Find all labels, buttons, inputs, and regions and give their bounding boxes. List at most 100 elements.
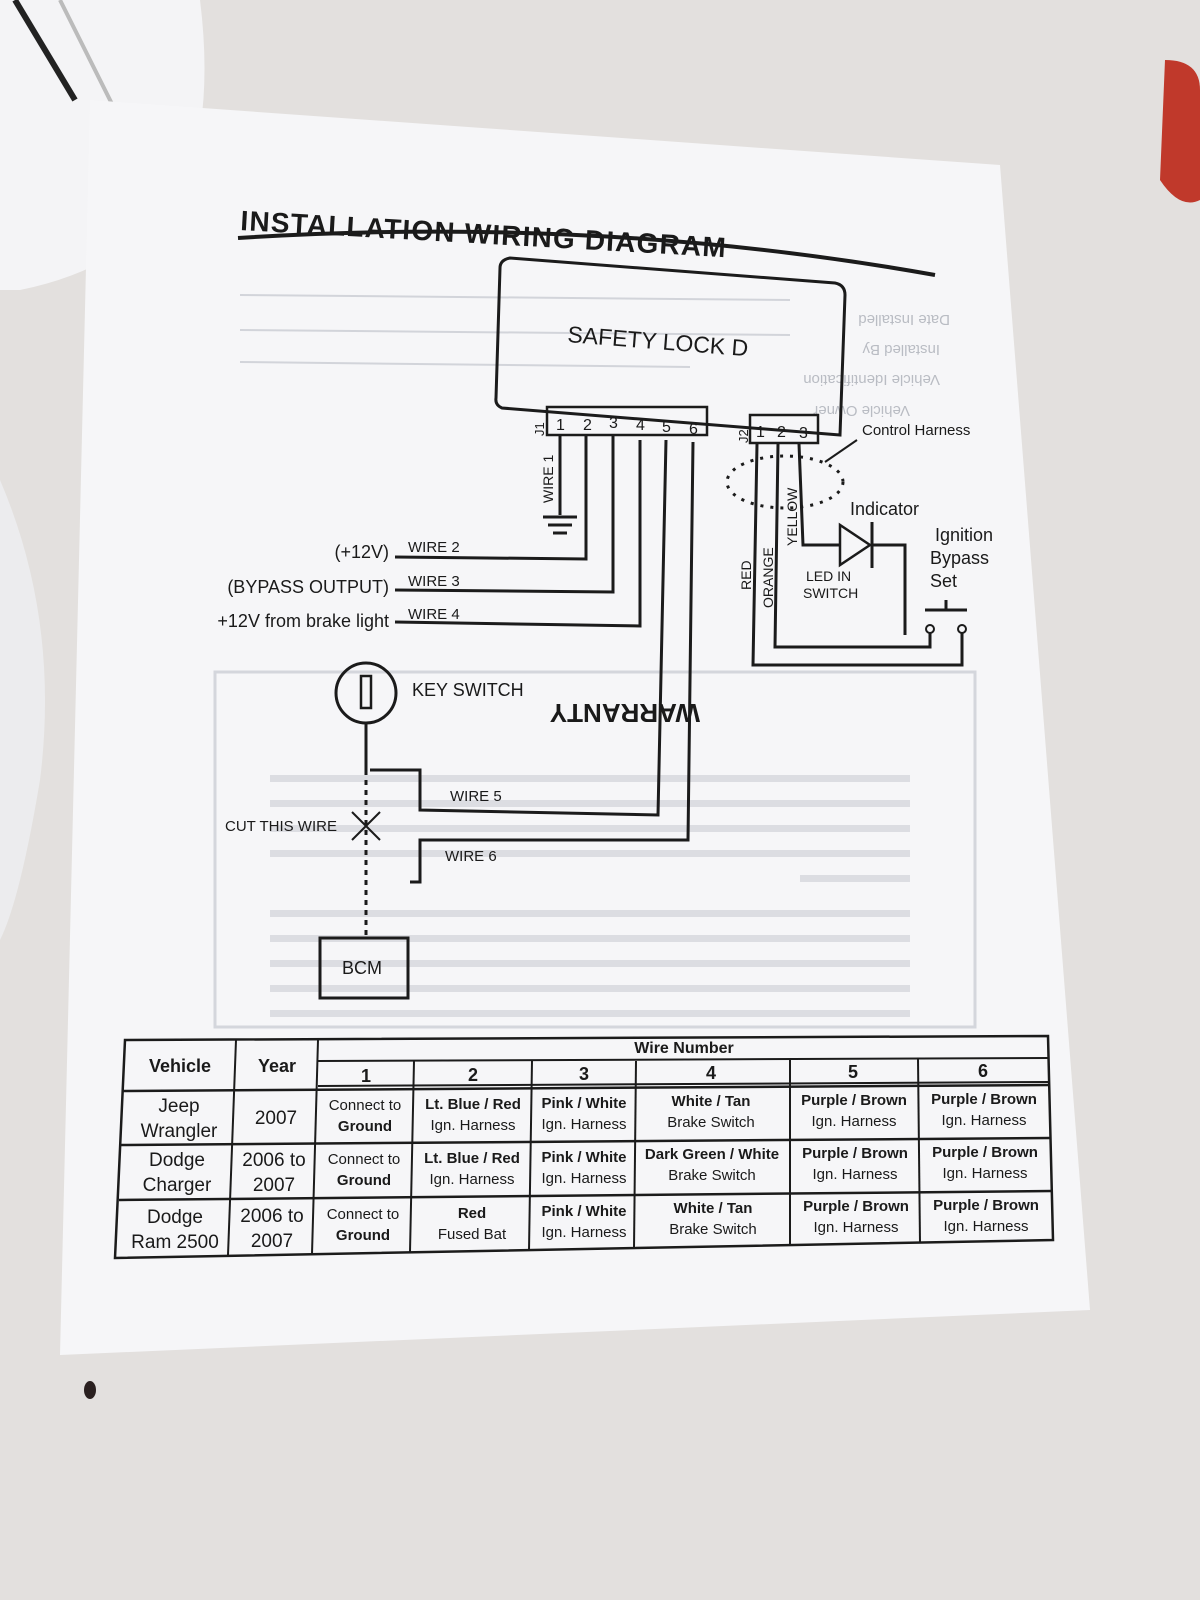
connector-j2: J2 1 2 3 [736,413,820,445]
wire-4-line [394,440,642,628]
row2-year-line2: 2007 [253,1175,295,1196]
red-wire-label: RED [738,560,754,590]
table-row: Dodge Ram 2500 2006 to 2007 Connect to G… [131,1197,1039,1253]
bcm-box [318,936,410,1000]
row2-wire2-line2: Ign. Harness [429,1171,514,1188]
row2-wire6-line2: Ign. Harness [942,1165,1027,1182]
background-red-object [1160,60,1200,203]
bypass-label-line2: Bypass [930,548,989,568]
row1-wire6-line2: Ign. Harness [941,1112,1026,1129]
table-row: Jeep Wrangler 2007 Connect to Ground Lt.… [141,1091,1037,1142]
j1-label: J1 [532,422,547,436]
control-harness-wires: RED ORANGE YELLOW [738,443,964,667]
row3-wire3-line2: Ign. Harness [541,1224,626,1241]
wire-4-label: WIRE 4 [408,606,460,623]
input-brake-light-label: +12V from brake light [217,611,389,631]
j2-pin-2: 2 [777,424,786,441]
table-row: Dodge Charger 2006 to 2007 Connect to Gr… [143,1144,1038,1196]
row1-vehicle-line2: Wrangler [141,1121,218,1142]
row3-wire1-line2: Ground [336,1227,390,1244]
wire-3-line [394,436,615,594]
ghost-vehicle-identification: Vehicle Identification [803,371,940,388]
row2-wire3-line1: Pink / White [541,1149,626,1166]
header-wire-4: 4 [706,1063,716,1083]
row1-year: 2007 [255,1108,297,1129]
wire-1-label: WIRE 1 [540,455,556,503]
row3-vehicle-line1: Dodge [147,1207,203,1228]
header-wire-3: 3 [579,1064,589,1084]
row3-wire4-line1: White / Tan [674,1200,753,1217]
row3-wire2-line2: Fused Bat [438,1226,507,1243]
row1-vehicle-line1: Jeep [158,1096,199,1117]
row2-wire1-line1: Connect to [328,1151,401,1168]
yellow-wire-label: YELLOW [784,487,800,546]
cut-wire-label: CUT THIS WIRE [225,818,337,835]
left-input-labels: (+12V) WIRE 2 (BYPASS OUTPUT) WIRE 3 +12… [217,539,459,631]
led-label-line1: LED IN [806,568,851,584]
j1-pin-1: 1 [556,417,565,434]
connector-j1: J1 1 2 3 4 5 6 [532,405,709,438]
red-wire [751,443,964,667]
j1-pin-5: 5 [662,419,671,436]
row3-wire6-line2: Ign. Harness [943,1218,1028,1235]
j2-label: J2 [736,429,751,443]
wire-5-line [370,439,668,817]
row1-wire3-line1: Pink / White [541,1095,626,1112]
row1-wire5-line2: Ign. Harness [811,1113,896,1130]
row3-wire2-line1: Red [458,1205,486,1222]
j2-pin-1: 1 [756,424,765,441]
input-12v-label: (+12V) [334,542,389,562]
background-white-object [0,480,45,940]
header-wire-1: 1 [361,1066,371,1086]
control-harness-label: Control Harness [862,422,970,439]
header-wire-number: Wire Number [634,1040,733,1057]
j1-pin-4: 4 [636,417,645,434]
wire-6-label: WIRE 6 [445,848,497,865]
j1-pin-3: 3 [609,415,618,432]
row2-vehicle-line1: Dodge [149,1150,205,1171]
row1-wire6-line1: Purple / Brown [931,1091,1037,1108]
row3-year-line1: 2006 to [240,1206,303,1227]
row1-wire5-line1: Purple / Brown [801,1092,907,1109]
control-harness-pointer [824,439,858,463]
row2-wire5-line2: Ign. Harness [812,1166,897,1183]
j1-wires: WIRE 1 [370,436,695,884]
ghost-date-installed: Date Installed [858,311,950,328]
background-speck [84,1381,96,1399]
key-switch-label: KEY SWITCH [412,680,524,700]
row1-wire2-line2: Ign. Harness [430,1117,515,1134]
vehicle-wire-table: Vehicle Year Wire Number 1 2 3 4 5 6 Jee… [113,1034,1055,1260]
row3-vehicle-line2: Ram 2500 [131,1232,219,1253]
wire-5-label: WIRE 5 [450,788,502,805]
row1-wire1-line2: Ground [338,1118,392,1135]
wire-6-line [410,441,695,884]
row2-wire1-line2: Ground [337,1172,391,1189]
row1-wire2-line1: Lt. Blue / Red [425,1096,521,1113]
row1-wire3-line2: Ign. Harness [541,1116,626,1133]
row1-wire4-line2: Brake Switch [667,1114,755,1131]
bypass-label-line1: Ignition [935,525,993,545]
header-vehicle: Vehicle [149,1056,211,1076]
title-underline [237,229,936,277]
row3-wire3-line1: Pink / White [541,1203,626,1220]
row1-wire1-line1: Connect to [329,1097,402,1114]
led-indicator-symbol [838,522,907,635]
safety-lock-module [494,256,847,437]
j1-pin-6: 6 [689,421,698,438]
header-wire-5: 5 [848,1062,858,1082]
header-wire-6: 6 [978,1061,988,1081]
row3-wire6-line1: Purple / Brown [933,1197,1039,1214]
row2-wire3-line2: Ign. Harness [541,1170,626,1187]
bleed-through-text: Date Installed Installed By Vehicle Iden… [213,294,977,1029]
row2-year-line1: 2006 to [242,1150,305,1171]
ground-symbol [543,515,577,535]
bypass-label-line3: Set [930,571,957,591]
cut-mark-x [351,811,381,841]
row2-wire5-line1: Purple / Brown [802,1145,908,1162]
row3-wire5-line1: Purple / Brown [803,1198,909,1215]
row2-wire4-line1: Dark Green / White [645,1146,779,1163]
ghost-warranty-title: WARRANTY [550,698,700,728]
ghost-vehicle-owner: Vehicle Owner [813,402,910,419]
wire-3-label: WIRE 3 [408,573,460,590]
